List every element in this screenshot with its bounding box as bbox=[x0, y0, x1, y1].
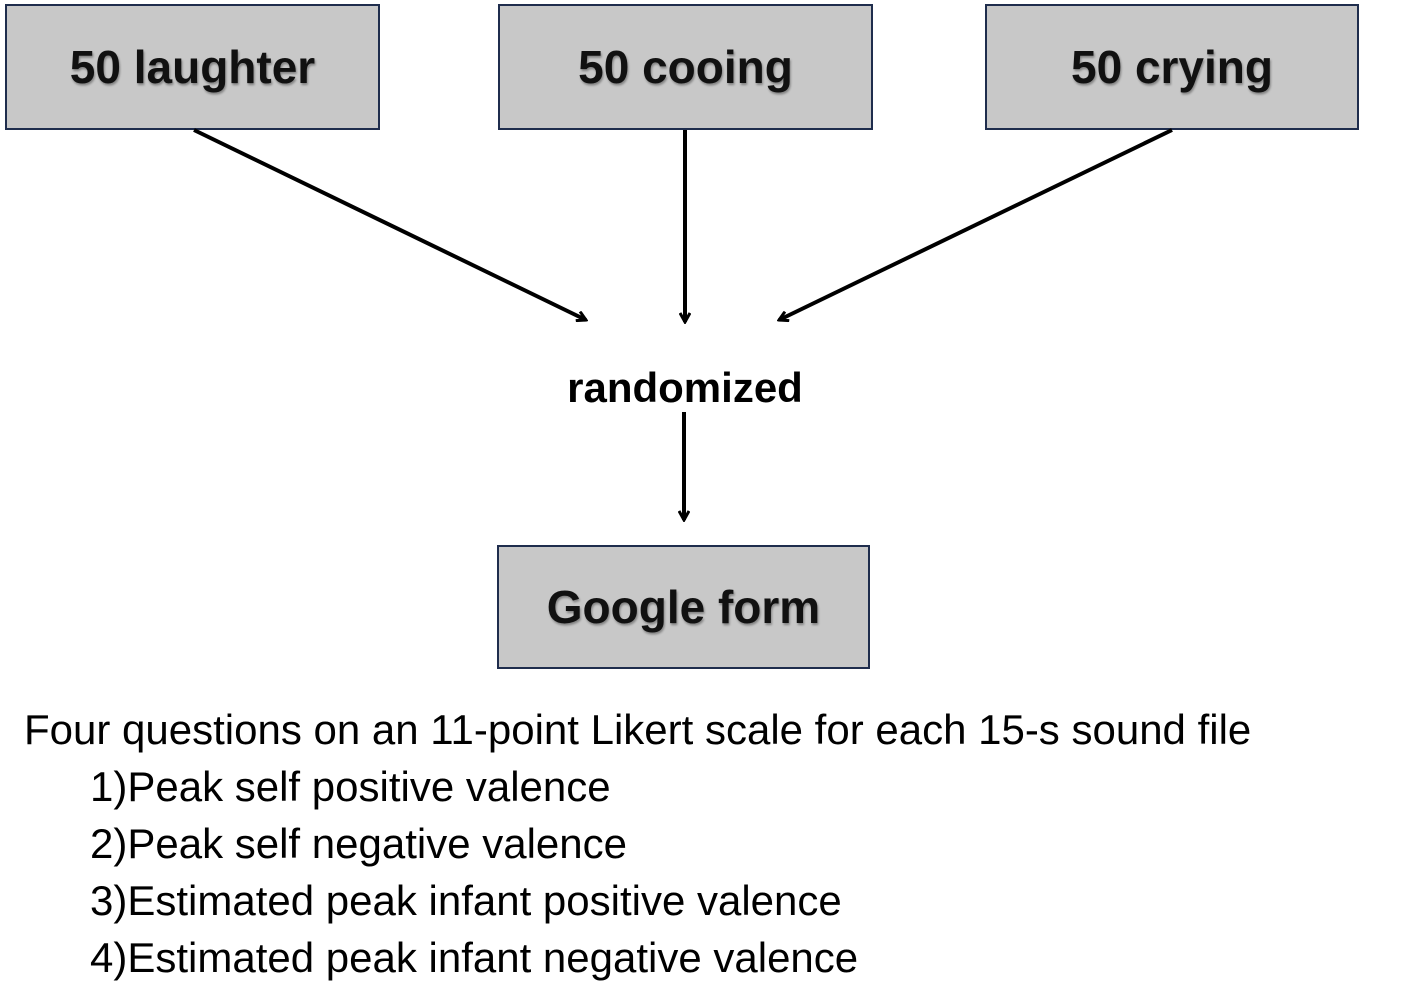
crying-label: 50 crying bbox=[1071, 41, 1273, 93]
question-item-1: 1)Peak self positive valence bbox=[90, 763, 611, 810]
randomized-label: randomized bbox=[567, 364, 803, 411]
crying-box: 50 crying bbox=[985, 4, 1359, 130]
question-item-3: 3)Estimated peak infant positive valence bbox=[90, 877, 842, 924]
cooing-label: 50 cooing bbox=[578, 41, 793, 93]
questions-note: Four questions on an 11-point Likert sca… bbox=[24, 702, 1414, 986]
laughter-box: 50 laughter bbox=[5, 4, 380, 130]
arrow-crying-to-randomized bbox=[779, 128, 1173, 320]
questions-list: 1)Peak self positive valence 2)Peak self… bbox=[24, 758, 1414, 986]
arrow-laughter-to-randomized bbox=[193, 128, 586, 320]
questions-heading: Four questions on an 11-point Likert sca… bbox=[24, 706, 1252, 753]
laughter-label: 50 laughter bbox=[69, 41, 316, 93]
question-item-2: 2)Peak self negative valence bbox=[90, 820, 627, 867]
google-form-label: Google form bbox=[546, 581, 821, 633]
google-form-box: Google form bbox=[497, 545, 870, 669]
cooing-box: 50 cooing bbox=[498, 4, 873, 130]
question-item-4: 4)Estimated peak infant negative valence bbox=[90, 934, 859, 981]
